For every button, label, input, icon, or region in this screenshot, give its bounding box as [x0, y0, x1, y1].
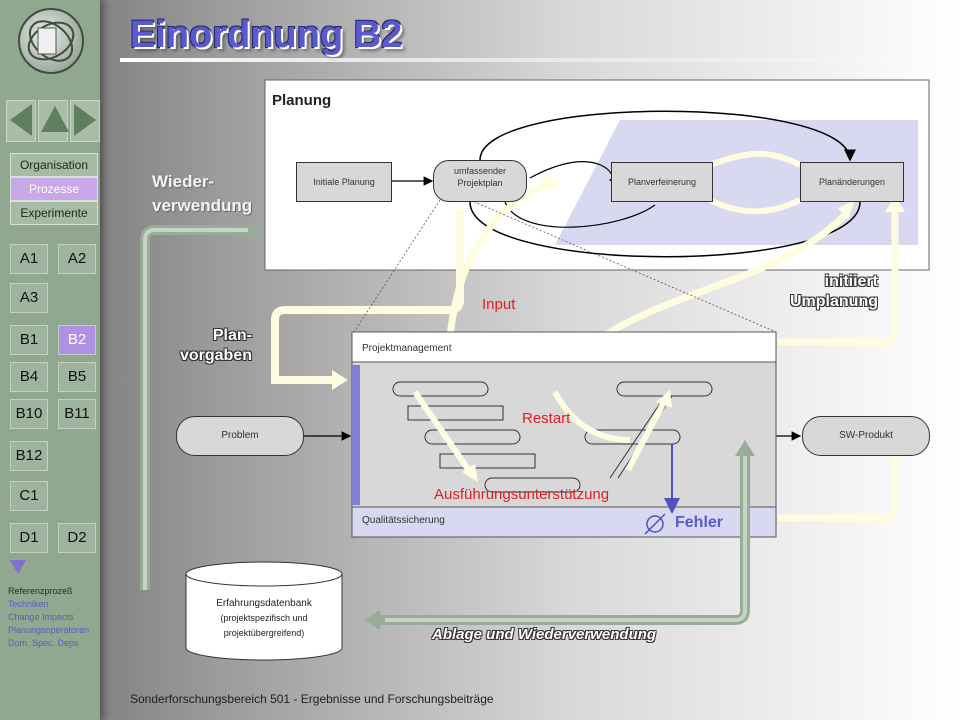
initiiert-line2: Umplanung: [790, 293, 878, 310]
button-d2[interactable]: D2: [58, 523, 96, 553]
sublink-techniken[interactable]: Techniken: [8, 599, 49, 609]
wiederverwendung-line2: verwendung: [152, 196, 253, 215]
label-planvorgaben: Plan- vorgaben: [172, 326, 252, 366]
planung-title: Planung: [272, 92, 332, 109]
fehler-symbol: [646, 515, 664, 533]
box-initiale-planung: Initiale Planung: [296, 162, 392, 202]
button-b2[interactable]: B2: [58, 325, 96, 355]
arrow-wiederverwendung: [140, 225, 255, 590]
loop-top: [479, 110, 856, 162]
logo: [18, 8, 84, 74]
db-label: Erfahrungsdatenbank (projektspezifisch u…: [186, 596, 342, 641]
arrow-initiiert: [778, 210, 899, 346]
planung-highlight: [555, 120, 918, 245]
label-input: Input: [482, 296, 516, 313]
button-a3[interactable]: A3: [10, 283, 48, 313]
db-cylinder: [185, 574, 343, 661]
scroll-down-icon[interactable]: [10, 560, 26, 574]
sublink-change-impacts[interactable]: Change Impacts: [8, 612, 74, 622]
button-c1[interactable]: C1: [10, 481, 48, 511]
nav-forward-icon[interactable]: [74, 104, 96, 136]
button-b4[interactable]: B4: [10, 362, 48, 392]
label-initiiert-umplanung: initiiert Umplanung: [778, 272, 878, 312]
planvorgaben-line1: Plan-: [212, 327, 252, 344]
menu-prozesse[interactable]: Prozesse: [10, 177, 98, 201]
button-b10[interactable]: B10: [10, 399, 48, 429]
footer-text: Sonderforschungsbereich 501 - Ergebnisse…: [130, 692, 494, 706]
pm-panel: [351, 331, 777, 538]
nav-up-icon[interactable]: [41, 106, 69, 132]
menu-experimente[interactable]: Experimente: [10, 201, 98, 225]
label-fehler: Fehler: [675, 514, 724, 531]
wiederverwendung-line1: Wieder-: [152, 172, 215, 191]
label-wiederverwendung: Wieder- verwendung: [152, 170, 252, 218]
pill-problem: Problem: [176, 416, 304, 456]
sublink-dom-spec-deps[interactable]: Dom. Spec. Deps: [8, 638, 79, 648]
button-d1[interactable]: D1: [10, 523, 48, 553]
box-planverfeinerung: Planverfeinerung: [611, 162, 713, 202]
label-ausfuehrung: Ausführungsunterstützung: [434, 486, 610, 503]
button-a1[interactable]: A1: [10, 244, 48, 274]
box-umfassender-projektplan: umfassender Projektplan: [433, 160, 527, 202]
cream-loop-bottom: [708, 197, 802, 215]
sidebar: Organisation Prozesse Experimente A1 A2 …: [0, 0, 100, 720]
db-line2: (projektspezifisch und: [220, 613, 308, 623]
pill-sw-produkt: SW-Produkt: [802, 416, 930, 456]
sublink-referenzprozess[interactable]: Referenzprozeß: [8, 586, 73, 596]
db-line1: Erfahrungsdatenbank: [216, 598, 312, 609]
label-projektmanagement: Projektmanagement: [362, 343, 452, 354]
label-qualitaetssicherung: Qualitätssicherung: [362, 515, 445, 526]
umfassender-line2: Projektplan: [457, 178, 503, 188]
label-restart: Restart: [522, 410, 571, 427]
logo-graphic: [27, 20, 75, 62]
initiiert-line1: initiiert: [824, 273, 878, 290]
cream-loop-top: [708, 150, 802, 168]
button-b5[interactable]: B5: [58, 362, 96, 392]
button-b1[interactable]: B1: [10, 325, 48, 355]
nav-back-icon[interactable]: [10, 104, 32, 136]
page-title: Einordnung B2: [130, 14, 403, 56]
label-ablage: Ablage und Wiederverwendung: [432, 626, 657, 643]
button-b11[interactable]: B11: [58, 399, 96, 429]
button-a2[interactable]: A2: [58, 244, 96, 274]
sublink-planungsoperatoren[interactable]: Planungsoperatoren: [8, 625, 90, 635]
arrow-planvorgaben: [271, 210, 464, 384]
db-line3: projektübergreifend): [223, 628, 305, 638]
menu-organisation[interactable]: Organisation: [10, 153, 98, 177]
umfassender-line1: umfassender: [453, 166, 507, 176]
arrow-fehler-loop: [778, 455, 899, 522]
box-planaenderungen: Planänderungen: [800, 162, 904, 202]
button-b12[interactable]: B12: [10, 441, 48, 471]
arrow-verf-back: [504, 201, 656, 228]
planvorgaben-line2: vorgaben: [179, 347, 252, 364]
title-underline: [120, 58, 960, 62]
